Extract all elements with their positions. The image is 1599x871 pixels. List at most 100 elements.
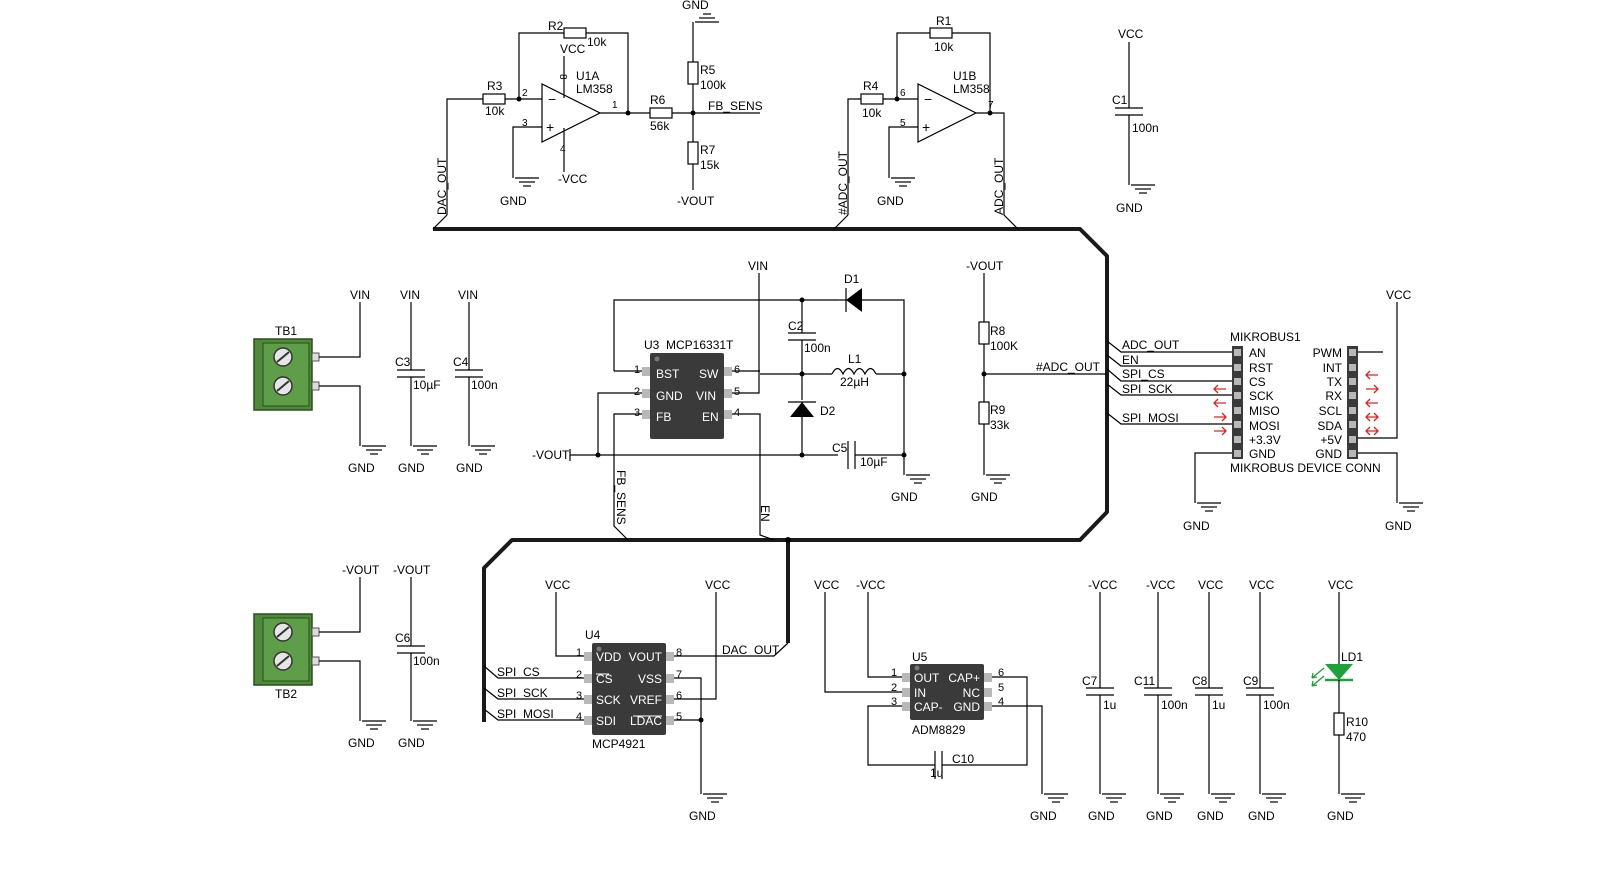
u4-dac-out: DAC_OUT: [722, 643, 780, 657]
en-label-mid: EN: [758, 505, 772, 522]
svg-text:8: 8: [557, 74, 568, 80]
u3-ref: U3: [644, 338, 660, 352]
u1a-ref: U1A: [576, 69, 599, 83]
l1-ref: L1: [848, 352, 862, 366]
fb-sens-label-top: FB_SENS: [708, 99, 763, 113]
r7-val: 15k: [700, 158, 720, 172]
svg-text:PWM: PWM: [1313, 346, 1342, 360]
c6-nvout: -VOUT: [393, 563, 431, 577]
c3-ref: C3: [395, 355, 411, 369]
c3-val: 10µF: [413, 378, 441, 392]
tb1-vin: VIN: [350, 288, 370, 302]
u3-part: MCP16331T: [666, 338, 734, 352]
c9-val: 100n: [1263, 698, 1290, 712]
c8-val: 1u: [1212, 698, 1225, 712]
svg-text:VIN: VIN: [696, 389, 716, 403]
c11-ref: C11: [1134, 674, 1155, 688]
r9-ref: R9: [990, 403, 1006, 417]
svg-text:3: 3: [891, 696, 897, 708]
u4-spi-sck: SPI_SCK: [497, 686, 548, 700]
r7-ref: R7: [700, 143, 716, 157]
c7-gnd: GND: [1088, 809, 1115, 823]
adc-out-label-top: ADC_OUT: [992, 157, 1006, 215]
c2-val: 100n: [804, 341, 831, 355]
svg-text:OUT: OUT: [914, 671, 940, 685]
svg-text:CS: CS: [596, 672, 613, 686]
c9-vcc: VCC: [1249, 578, 1275, 592]
svg-text:BST: BST: [656, 367, 680, 381]
svg-text:TX: TX: [1327, 375, 1342, 389]
r2-ref: R2: [548, 19, 564, 33]
mb-right-gnd: GND: [1385, 519, 1412, 533]
c7-val: 1u: [1103, 698, 1116, 712]
svg-text:EN: EN: [702, 410, 719, 424]
svg-text:6: 6: [676, 690, 682, 702]
svg-text:MISO: MISO: [1249, 404, 1280, 418]
ic-u3: BST GND FB SW VIN EN 1 2 3 6 5 4 U3 MCP1…: [634, 338, 740, 439]
u4-vref-vcc: VCC: [705, 578, 731, 592]
r8-val: 100K: [990, 339, 1018, 353]
svg-text:RX: RX: [1325, 389, 1342, 403]
c6-gnd: GND: [398, 736, 425, 750]
svg-text:VDD: VDD: [596, 650, 622, 664]
svg-text:6: 6: [998, 667, 1004, 679]
c1-ref: C1: [1112, 93, 1128, 107]
r6-val: 56k: [650, 119, 670, 133]
c9-gnd: GND: [1248, 809, 1275, 823]
svg-text:SW: SW: [699, 367, 719, 381]
svg-text:2: 2: [634, 386, 640, 398]
c4-val: 100n: [471, 378, 498, 392]
r9-gnd: GND: [971, 490, 998, 504]
tb1-gnd: GND: [348, 461, 375, 475]
d1-ref: D1: [844, 272, 860, 286]
svg-text:4: 4: [998, 696, 1004, 708]
svg-text:+: +: [922, 119, 930, 135]
c11-val: 100n: [1161, 698, 1188, 712]
svg-text:4: 4: [560, 144, 566, 155]
c9-ref: C9: [1243, 674, 1259, 688]
r7-nvout: -VOUT: [677, 194, 715, 208]
svg-text:SDI: SDI: [596, 714, 616, 728]
r10-ref: R10: [1346, 715, 1368, 729]
svg-text:1: 1: [634, 364, 640, 376]
r4-ref: R4: [863, 79, 879, 93]
mb-vcc: VCC: [1386, 288, 1412, 302]
svg-text:1: 1: [612, 100, 618, 111]
r5-ref: R5: [700, 63, 716, 77]
c7-ref: C7: [1082, 674, 1098, 688]
c11-gnd: GND: [1146, 809, 1173, 823]
tb1-ref: TB1: [275, 324, 297, 338]
u1b-part: LM358: [953, 82, 990, 96]
c11-nvcc: -VCC: [1146, 578, 1176, 592]
u1a-vcc: VCC: [560, 42, 586, 56]
c10-ref: C10: [952, 752, 974, 766]
svg-text:−: −: [548, 91, 556, 107]
svg-text:5: 5: [734, 386, 740, 398]
ic-u4: VDD CS SCK SDI VOUT VSS VREF LDAC 1 2 3 …: [576, 628, 682, 751]
c5-ref: C5: [832, 441, 848, 455]
svg-text:CAP-: CAP-: [914, 700, 943, 714]
svg-text:3: 3: [634, 407, 640, 419]
r1-ref: R1: [936, 14, 952, 28]
svg-text:VREF: VREF: [630, 693, 662, 707]
u1b-ref: U1B: [953, 69, 976, 83]
terminal-block-tb2: TB2: [253, 613, 320, 701]
terminal-block-tb1: TB1: [253, 324, 320, 411]
c8-vcc: VCC: [1198, 578, 1224, 592]
c8-ref: C8: [1192, 674, 1208, 688]
c10-val: 1u: [930, 766, 943, 780]
mikrobus-connector: MIKROBUS1 MIKROBUS DEVICE CONN AN RST CS…: [1213, 330, 1381, 475]
c4-vin: VIN: [458, 288, 478, 302]
u4-gnd: GND: [689, 809, 716, 823]
c4-ref: C4: [453, 355, 469, 369]
r10-val: 470: [1346, 730, 1366, 744]
svg-text:INT: INT: [1323, 361, 1343, 375]
svg-text:GND: GND: [1315, 447, 1342, 461]
u5-vcc: VCC: [814, 578, 840, 592]
c1-val: 100n: [1132, 121, 1159, 135]
main-bus: [433, 227, 1109, 722]
r1-val: 10k: [934, 40, 954, 54]
c4-gnd: GND: [456, 461, 483, 475]
svg-text:6: 6: [900, 88, 906, 99]
u5-gnd: GND: [1030, 809, 1057, 823]
